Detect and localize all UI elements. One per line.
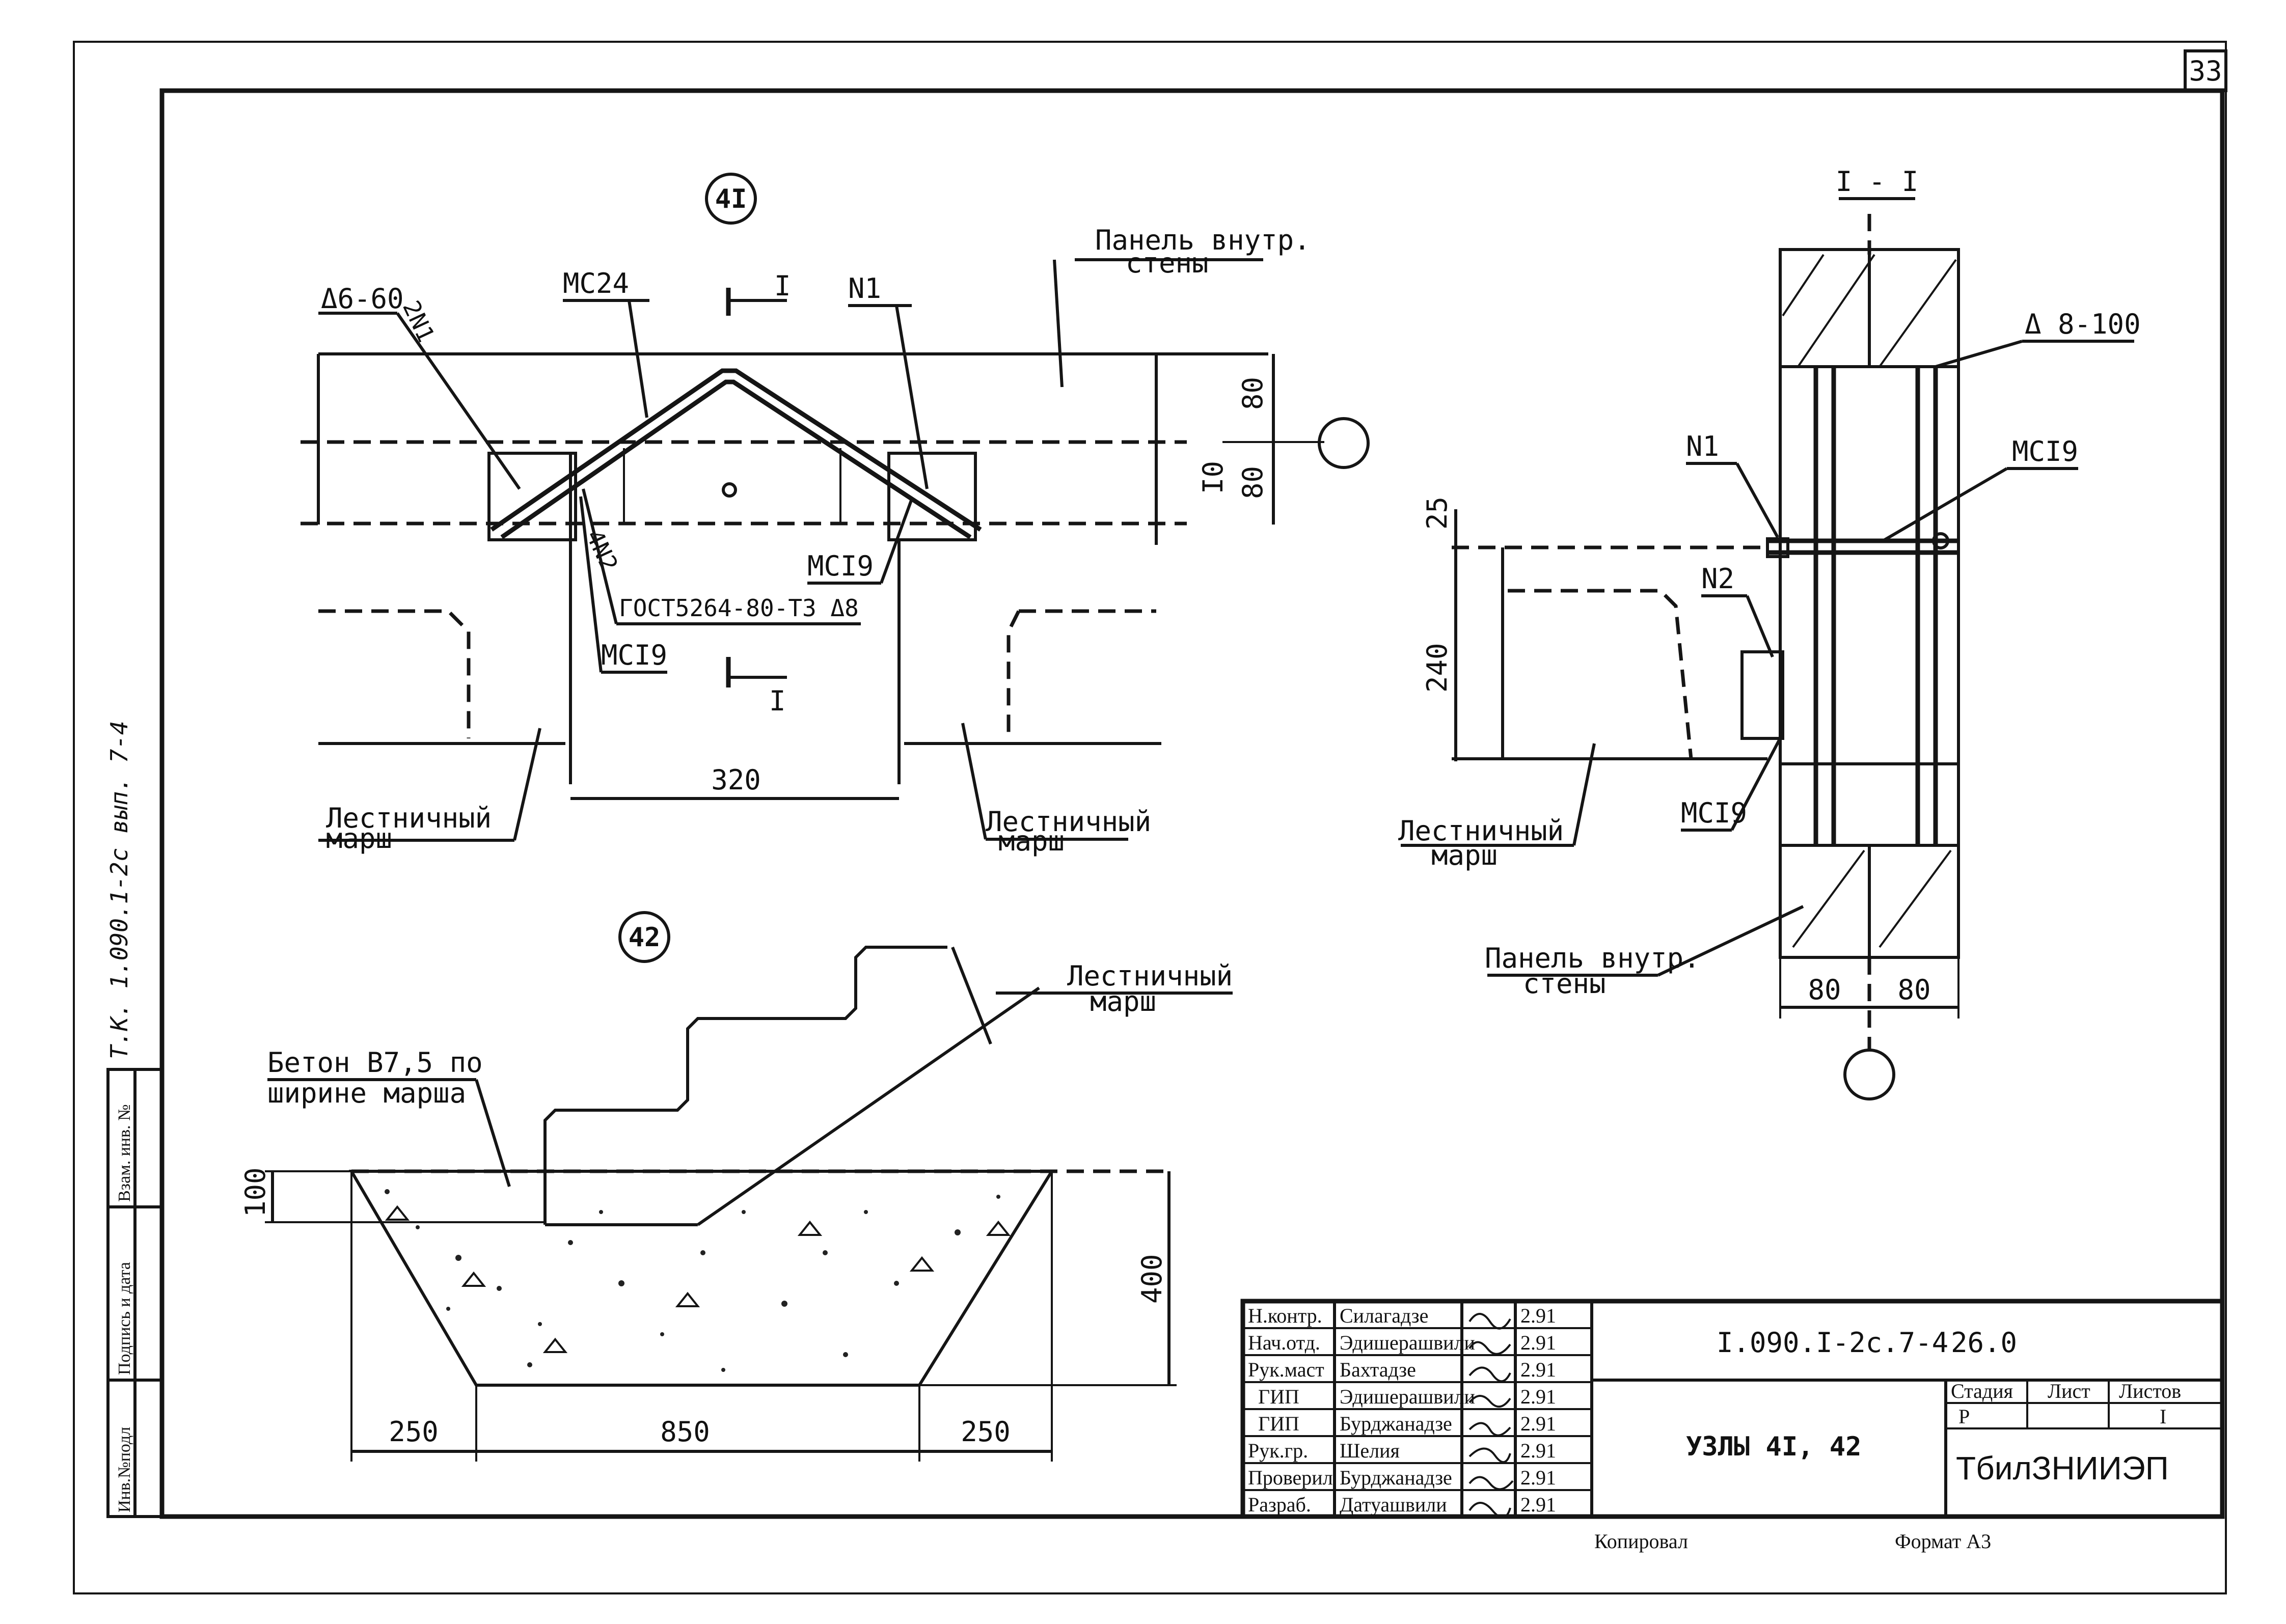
stage-value: Р [1958, 1405, 1970, 1428]
outer-frame [73, 41, 2227, 1594]
copied-label: Копировал [1594, 1530, 1688, 1553]
label-stair-42: Лестничный [1067, 960, 1233, 992]
label-mci9-bottom: МСI9 [1681, 797, 1747, 829]
dim-80a: 80 [1237, 377, 1269, 410]
organization: ТбилЗНИИЭП [1956, 1450, 2169, 1487]
label-n1: N1 [848, 272, 881, 305]
label-gost: ГОСТ5264-80-Т3 Δ8 [619, 594, 859, 622]
side-column-inv: Инв.№подл [115, 1427, 134, 1512]
date-2: 2.91 [1520, 1358, 1556, 1381]
dim-250-right: 250 [961, 1416, 1011, 1448]
label-d8100: Δ 8-100 [2025, 308, 2141, 340]
role-1: Нач.отд. [1248, 1331, 1320, 1354]
date-3: 2.91 [1520, 1385, 1556, 1408]
dim-25: 25 [1421, 497, 1453, 530]
name-5: Шелия [1340, 1439, 1400, 1462]
label-section-panel: Панель внутр. [1485, 942, 1700, 974]
role-7: Разраб. [1248, 1493, 1311, 1516]
name-0: Силагадзе [1340, 1304, 1428, 1327]
role-6: Проверил [1248, 1466, 1333, 1489]
label-section-stair: Лестничный [1398, 815, 1564, 847]
node-42-marker: 42 [629, 922, 661, 953]
date-1: 2.91 [1520, 1331, 1556, 1354]
role-0: Н.контр. [1248, 1304, 1322, 1327]
page-number-box [2184, 49, 2227, 92]
sheet-title: УЗЛЫ 4I, 42 [1686, 1432, 1861, 1462]
side-column-vzam: Взам. инв. № [115, 1104, 134, 1202]
dim-80b: 80 [1237, 466, 1269, 499]
label-mci9-b: МСI9 [807, 550, 874, 582]
sheets-value: I [2160, 1405, 2166, 1428]
date-0: 2.91 [1520, 1304, 1556, 1327]
name-2: Бахтадзе [1340, 1358, 1416, 1381]
section-i-i: I - I [1398, 166, 2141, 1100]
section-title: I - I [1836, 166, 1919, 198]
title-block: Н.контр. Нач.отд. Рук.маст ГИП ГИП Рук.г… [1240, 1299, 2225, 1519]
cut-label-top: I [774, 270, 791, 302]
designation: I.090.I-2с.7-4 [1717, 1327, 1948, 1359]
label-section-n1: N1 [1686, 430, 1719, 462]
label-mci9-a: МСI9 [601, 639, 667, 671]
role-3: ГИП [1258, 1385, 1299, 1408]
stage-header: Стадия [1951, 1380, 2013, 1402]
name-1: Эдишерашвили [1340, 1331, 1475, 1354]
date-5: 2.91 [1520, 1439, 1556, 1462]
node-42-detail: 42 100 [239, 911, 1233, 1462]
side-column-sign: Подпись и дата [115, 1262, 134, 1375]
label-stair-left-2: марш [326, 822, 392, 855]
label-concrete-2: ширине марша [267, 1077, 466, 1109]
date-7: 2.91 [1520, 1493, 1556, 1516]
format-label: Формат А3 [1895, 1530, 1991, 1553]
name-7: Датуашвили [1340, 1493, 1447, 1516]
label-2n1: 2N1 [397, 296, 440, 346]
sheets-header: Листов [2119, 1380, 2181, 1402]
label-concrete: Бетон В7,5 по [267, 1047, 483, 1079]
date-6: 2.91 [1520, 1466, 1556, 1489]
label-stair-right-2: марш [998, 825, 1065, 857]
node-41-detail: 4I I I 320 8 [301, 173, 1370, 857]
dim-240: 240 [1421, 643, 1453, 693]
side-stamp-text: Т.К. 1.090.1-2с вып. 7-4 [105, 721, 133, 1059]
dim-850: 850 [660, 1416, 710, 1448]
sheet-header: Лист [2048, 1380, 2090, 1402]
cut-label-bottom: I [769, 685, 786, 717]
label-mci9-top: МСI9 [2012, 435, 2078, 467]
dim-10: I0 [1197, 461, 1229, 494]
designation-code: 26.0 [1951, 1327, 2017, 1359]
label-mc24: МС24 [563, 267, 629, 299]
label-stair-left: Лестничный [326, 802, 492, 834]
node-41-marker: 4I [715, 184, 747, 214]
label-stair-right: Лестничный [986, 806, 1151, 838]
label-section-stair-2: марш [1431, 839, 1498, 871]
role-4: ГИП [1258, 1412, 1299, 1435]
label-stair-42-2: марш [1090, 985, 1156, 1017]
name-4: Бурджанадзе [1340, 1412, 1452, 1435]
dim-250-left: 250 [389, 1416, 439, 1448]
page-number: 33 [2189, 55, 2222, 87]
name-3: Эдишерашвили [1340, 1385, 1475, 1408]
role-2: Рук.маст [1248, 1358, 1324, 1381]
label-n2: N2 [1701, 563, 1734, 595]
name-6: Бурджанадзе [1340, 1466, 1452, 1489]
dim-320: 320 [711, 764, 761, 796]
label-section-panel-2: стены [1523, 968, 1606, 1000]
label-panel-2: стены [1126, 247, 1209, 279]
date-4: 2.91 [1520, 1412, 1556, 1435]
axis-bubble-section [1843, 1049, 1895, 1100]
label-d660: Δ6-60 [321, 283, 404, 315]
dim-400: 400 [1136, 1254, 1168, 1304]
label-panel: Панель внутр. [1095, 224, 1311, 256]
dim-100: 100 [239, 1167, 271, 1217]
inner-frame [159, 88, 2225, 1519]
role-5: Рук.гр. [1248, 1439, 1308, 1462]
dim-80-left: 80 [1808, 974, 1841, 1006]
dim-80-right: 80 [1897, 974, 1930, 1006]
axis-bubble-41 [1318, 417, 1370, 469]
